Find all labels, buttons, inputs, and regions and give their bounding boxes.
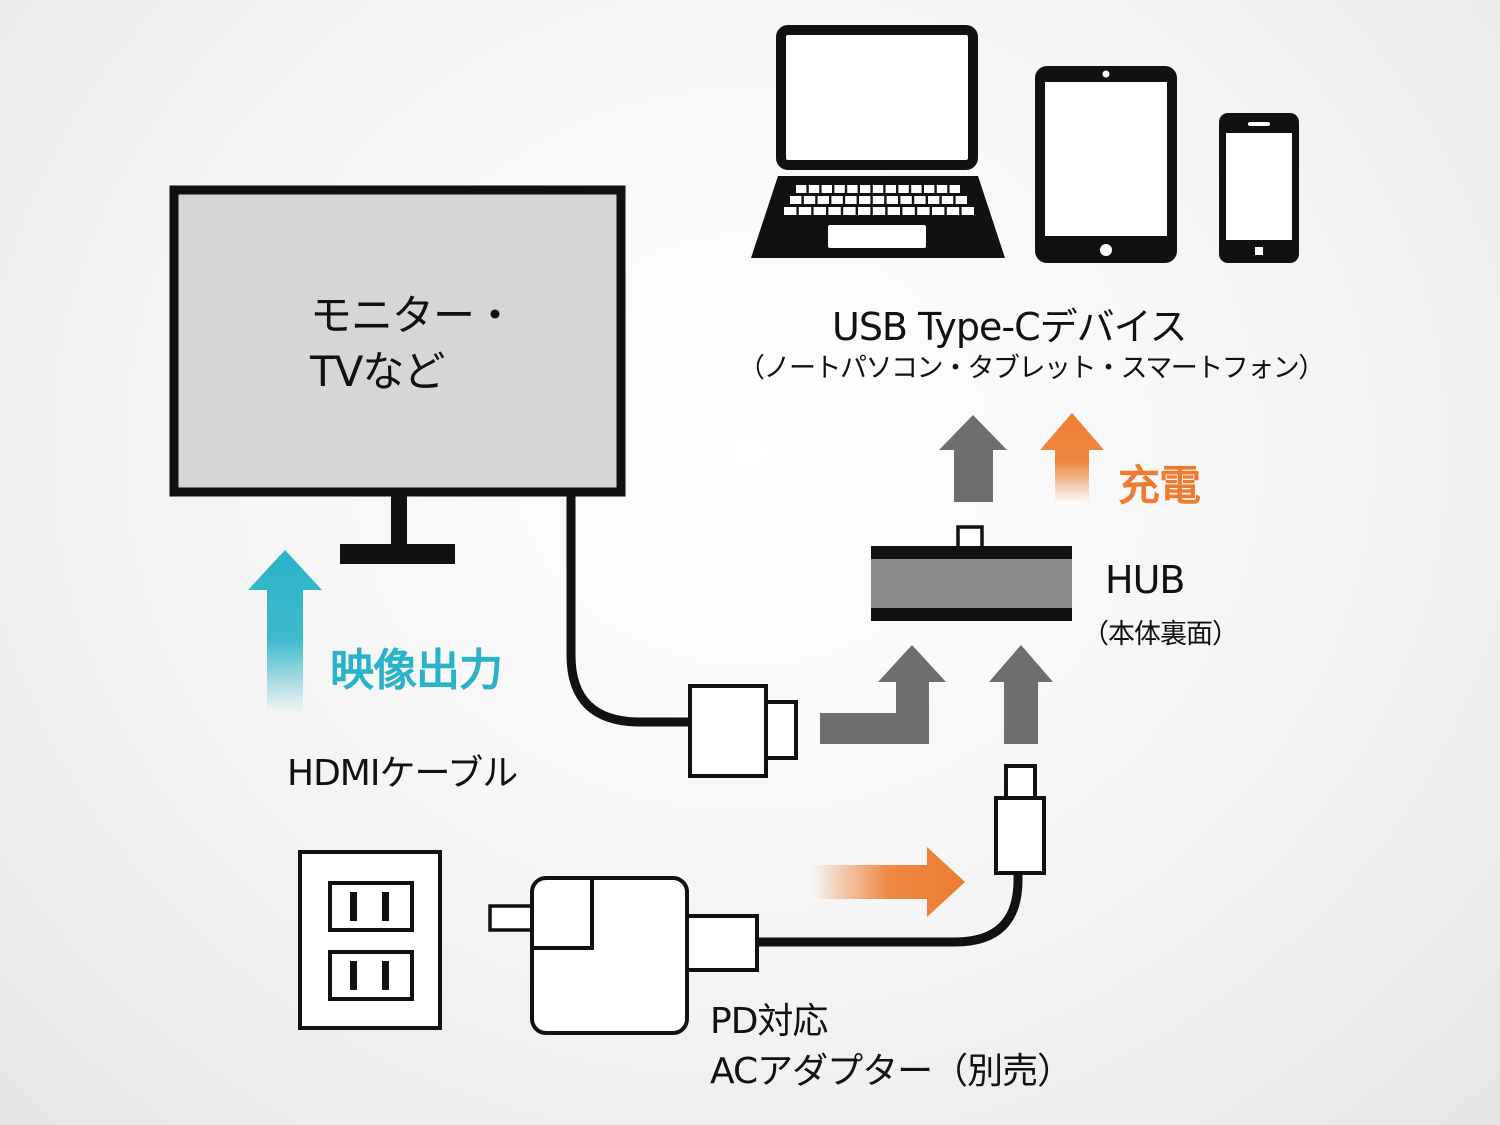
laptop-key [887, 207, 900, 215]
laptop-key [928, 196, 940, 204]
laptop-key [872, 185, 884, 193]
laptop-key [911, 185, 922, 193]
hub-subtitle: （本体裏面） [1082, 619, 1239, 650]
laptop-key [872, 196, 885, 204]
usb-to-hub-arrow-icon [989, 645, 1053, 744]
charge-arrow-up-icon [1040, 413, 1104, 502]
laptop-key [961, 207, 974, 215]
laptop-icon [751, 25, 1005, 258]
laptop-key [885, 185, 896, 193]
laptop-key [828, 207, 841, 215]
laptop-key [817, 196, 829, 204]
usb-c-cable [757, 872, 1023, 947]
laptop-key [900, 196, 912, 204]
laptop-key [858, 207, 871, 215]
monitor-label: モニター・ TVなど [310, 288, 516, 400]
data-arrow-up-icon [939, 415, 1007, 502]
adapter-label-line1: PD対応 [710, 1001, 828, 1042]
devices-subtitle: （ノートパソコン・タブレット・スマートフォン） [738, 353, 1325, 384]
laptop-key [845, 196, 857, 204]
laptop-key [932, 207, 945, 215]
laptop-key [914, 196, 926, 204]
charge-label: 充電 [1118, 461, 1201, 510]
monitor-label-line2: TVなど [310, 347, 445, 396]
video-out-arrow-icon [248, 550, 322, 712]
laptop-key [847, 185, 858, 193]
laptop-key [784, 207, 797, 215]
laptop-key [949, 185, 960, 193]
laptop-key [860, 185, 871, 193]
laptop-key [808, 185, 820, 193]
laptop-key [843, 207, 856, 215]
laptop-key [803, 196, 816, 204]
laptop-key [898, 185, 909, 193]
laptop-key [872, 207, 886, 215]
laptop-key [798, 207, 812, 215]
laptop-key [821, 185, 832, 193]
usb-c-plug-icon [994, 764, 1046, 875]
laptop-key [941, 196, 954, 204]
hdmi-to-hub-arrow-icon [820, 645, 946, 744]
monitor-label-line1: モニター・ [310, 291, 516, 340]
laptop-key [886, 196, 898, 204]
adapter-label: PD対応 ACアダプター（別売） [710, 997, 1073, 1097]
laptop-key [790, 196, 802, 204]
laptop-key [834, 185, 845, 193]
laptop-key [955, 196, 967, 204]
devices-title: USB Type-Cデバイス [832, 305, 1187, 349]
laptop-key [796, 185, 807, 193]
laptop-key [902, 207, 915, 215]
hub-title: HUB [1105, 558, 1185, 602]
laptop-key [924, 185, 935, 193]
smartphone-icon [1219, 113, 1299, 263]
monitor-icon [169, 185, 626, 564]
charge-arrow-right-icon [812, 847, 965, 917]
laptop-key [859, 196, 871, 204]
hub-icon [871, 525, 1072, 621]
hdmi-cable-label: HDMIケーブル [287, 753, 518, 794]
laptop-key [831, 196, 843, 204]
laptop-key [946, 207, 960, 215]
wall-outlet-icon [298, 850, 442, 1030]
tablet-icon [1035, 66, 1177, 263]
video-out-label: 映像出力 [330, 645, 503, 696]
hdmi-cable [566, 494, 692, 727]
hdmi-plug-icon [688, 684, 798, 778]
laptop-key [936, 185, 948, 193]
laptop-key [917, 207, 930, 215]
adapter-label-line2: ACアダプター（別売） [710, 1051, 1073, 1092]
ac-adapter-icon [488, 876, 759, 1035]
laptop-key [813, 207, 826, 215]
